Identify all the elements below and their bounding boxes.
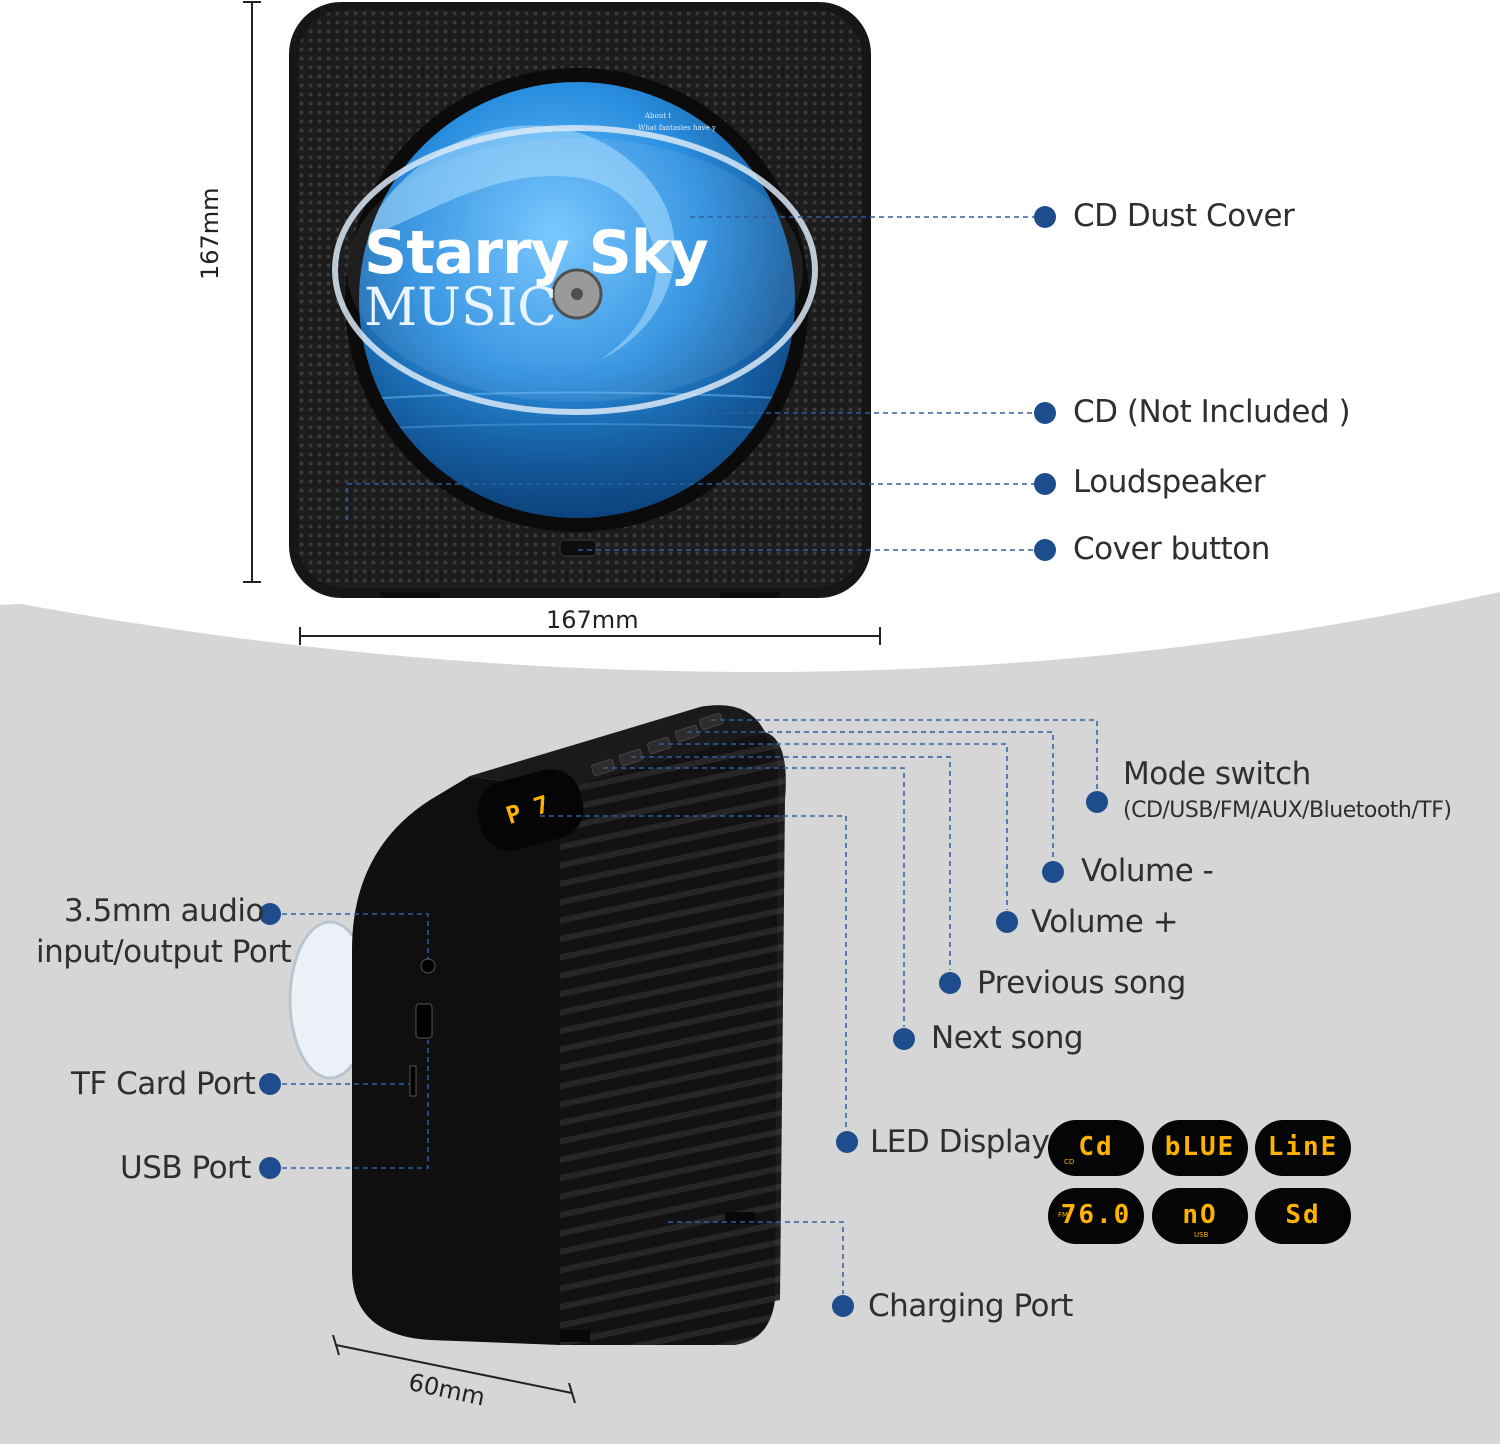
dimension-lines-top bbox=[243, 1, 881, 645]
led-mode-subtext: USB bbox=[1194, 1231, 1209, 1239]
width-dimension-label: 167mm bbox=[546, 606, 639, 634]
previous-song-label: Previous song bbox=[977, 965, 1186, 1001]
top-callout-leaders bbox=[346, 206, 1056, 561]
cover-button-label: Cover button bbox=[1073, 531, 1270, 567]
disc-title-text: Starry Sky bbox=[364, 218, 709, 288]
disc-tiny-text-1: About t bbox=[645, 112, 672, 120]
cd-label: CD (Not Included ) bbox=[1073, 394, 1351, 430]
led-mode-text: Sd bbox=[1285, 1200, 1321, 1230]
volume-plus-label: Volume + bbox=[1031, 904, 1179, 940]
cd-player-front-view bbox=[289, 2, 871, 598]
audio-port-label-line2: input/output Port bbox=[36, 934, 292, 970]
cd-dust-cover-label: CD Dust Cover bbox=[1073, 198, 1295, 234]
led-mode-usb: nO USB bbox=[1152, 1188, 1248, 1244]
charging-port-label: Charging Port bbox=[868, 1288, 1073, 1324]
led-mode-text: LinE bbox=[1267, 1132, 1339, 1162]
led-mode-line: LinE bbox=[1255, 1120, 1351, 1176]
led-mode-subtext: CD bbox=[1064, 1158, 1075, 1166]
led-mode-subtext: FM bbox=[1058, 1211, 1069, 1219]
audio-port-label-line1: 3.5mm audio bbox=[64, 893, 264, 929]
disc-subtitle-text: MUSIC bbox=[364, 278, 558, 338]
led-mode-text: 76.0 bbox=[1060, 1200, 1132, 1230]
led-mode-cd: Cd CD bbox=[1048, 1120, 1144, 1176]
led-mode-text: nO bbox=[1182, 1200, 1218, 1230]
volume-minus-label: Volume - bbox=[1081, 853, 1214, 889]
led-mode-text: bLUE bbox=[1164, 1132, 1236, 1162]
tf-card-port-label: TF Card Port bbox=[71, 1066, 256, 1102]
mode-switch-detail-label: (CD/USB/FM/AUX/Bluetooth/TF) bbox=[1123, 798, 1452, 823]
mode-switch-label: Mode switch bbox=[1123, 756, 1311, 792]
led-mode-text: Cd bbox=[1078, 1132, 1114, 1162]
led-mode-sd: Sd bbox=[1255, 1188, 1351, 1244]
disc-tiny-text-2: What fantasies have y bbox=[638, 124, 716, 132]
usb-port-label: USB Port bbox=[120, 1150, 251, 1186]
led-mode-fm: 76.0 FM bbox=[1048, 1188, 1144, 1244]
next-song-label: Next song bbox=[931, 1020, 1084, 1056]
led-mode-bluetooth: bLUE bbox=[1152, 1120, 1248, 1176]
led-display-label: LED Display bbox=[870, 1124, 1050, 1160]
loudspeaker-label: Loudspeaker bbox=[1073, 464, 1266, 500]
